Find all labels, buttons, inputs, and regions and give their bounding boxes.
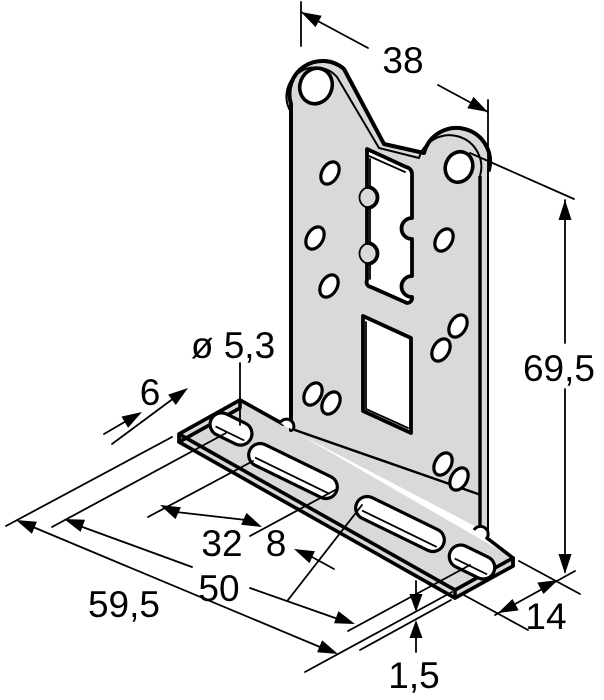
dim-label-32: 32 bbox=[201, 523, 242, 564]
dim-slot-span-outer: 50 bbox=[64, 519, 355, 624]
dim-label-8: 8 bbox=[266, 523, 287, 564]
tab-hole-right bbox=[443, 149, 475, 185]
relief-notch-right bbox=[472, 524, 490, 539]
dim-thickness: 1,5 bbox=[304, 580, 453, 696]
relief-notch-left bbox=[278, 417, 296, 431]
dim-slot-offset: 6 bbox=[103, 372, 188, 445]
dim-label-50: 50 bbox=[198, 568, 239, 609]
dim-base-depth: 14 bbox=[461, 560, 581, 637]
dim-slot-diameter: ø 5,3 bbox=[191, 325, 275, 426]
dim-label-1-5: 1,5 bbox=[388, 655, 439, 696]
plate-cutout-top bbox=[358, 147, 414, 305]
base-slot-mid-left bbox=[247, 441, 339, 501]
base-slot-right bbox=[447, 543, 497, 581]
dim-label-59-5: 59,5 bbox=[88, 584, 160, 625]
dim-label-6: 6 bbox=[140, 372, 161, 413]
dim-slot-gap: 8 bbox=[266, 523, 335, 570]
dim-plate-height: 69,5 bbox=[469, 152, 595, 574]
base-slot-mid-right bbox=[354, 494, 446, 554]
dim-base-length: 59,5 bbox=[16, 520, 338, 654]
dim-top-width: 38 bbox=[300, 1, 489, 195]
dim-label-38: 38 bbox=[382, 40, 423, 81]
base-slot-left bbox=[208, 411, 254, 447]
dim-slot-span-inner: 32 bbox=[160, 505, 262, 564]
dim-label-dia-5-3: ø 5,3 bbox=[191, 325, 275, 366]
dim-label-69-5: 69,5 bbox=[523, 348, 595, 389]
dim-label-14: 14 bbox=[525, 596, 566, 637]
tab-hole-left bbox=[297, 66, 335, 106]
plate-holes bbox=[302, 160, 470, 492]
plate-cutout-bottom bbox=[361, 314, 413, 435]
